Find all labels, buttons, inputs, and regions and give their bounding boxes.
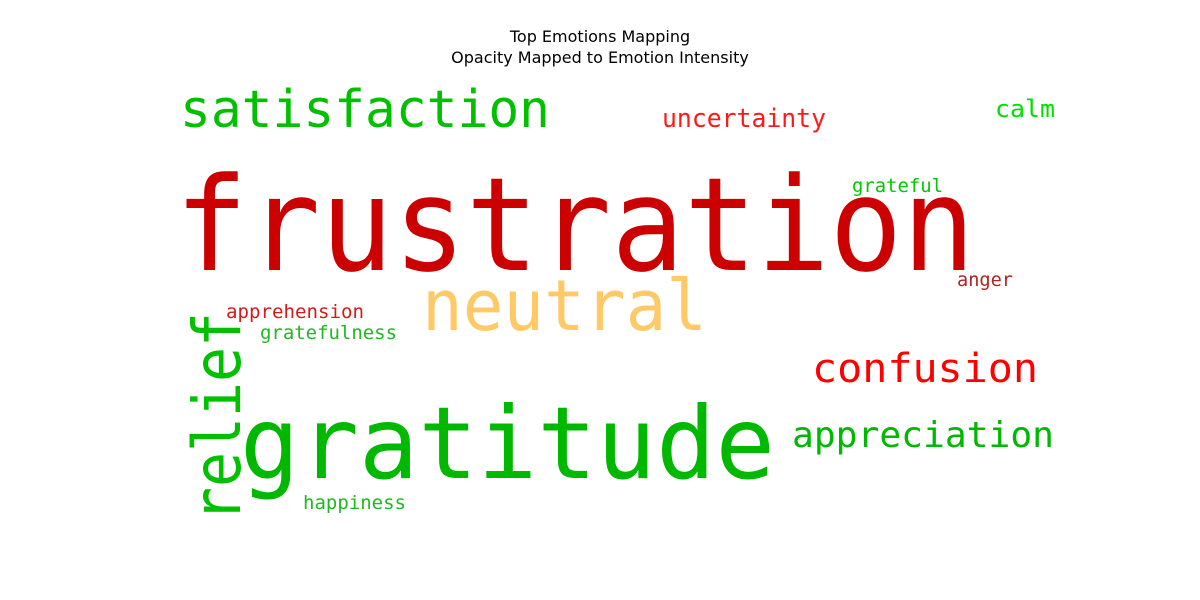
word-frustration: frustration [175,149,975,301]
word-confusion: confusion [812,346,1038,392]
word-apprehension: apprehension [226,301,364,323]
word-relief: relief [179,312,256,522]
chart-subtitle: Opacity Mapped to Emotion Intensity [451,48,749,67]
word-satisfaction: satisfaction [180,80,550,140]
word-appreciation: appreciation [792,415,1054,456]
word-neutral: neutral [422,265,707,347]
word-uncertainty: uncertainty [662,104,826,134]
word-gratitude: gratitude [240,385,775,502]
word-calm: calm [995,95,1055,123]
chart-title: Top Emotions Mapping [509,27,691,46]
word-happiness: happiness [303,492,406,514]
word-grateful: grateful [852,175,943,197]
word-gratefulness: gratefulness [260,322,397,344]
word-anger: anger [957,269,1013,291]
